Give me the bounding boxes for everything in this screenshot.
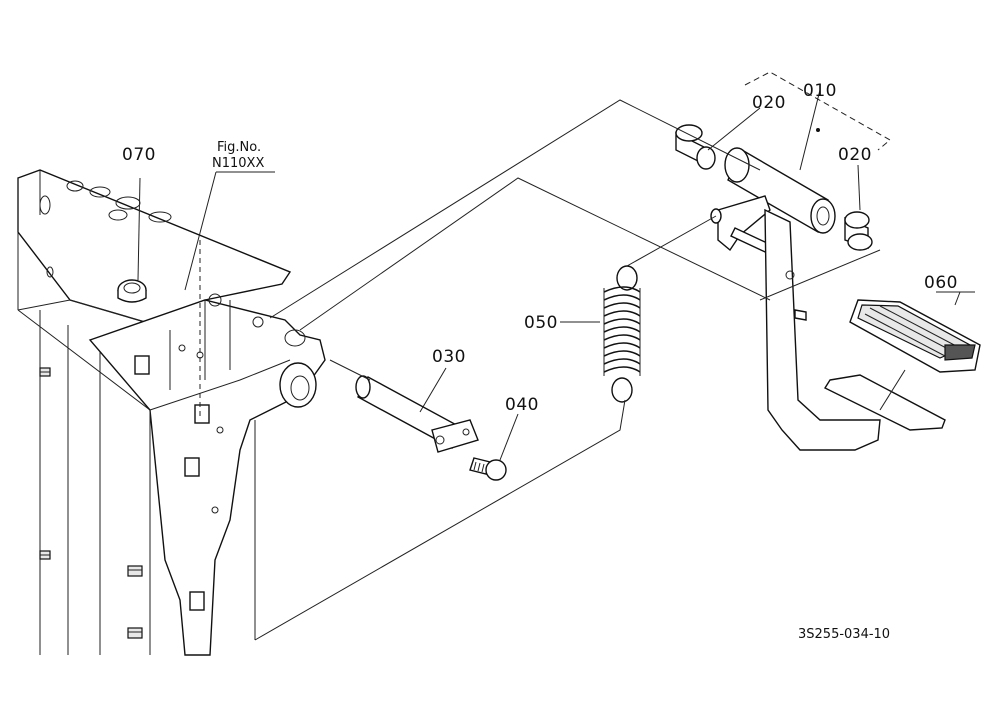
callout-040: 040 — [505, 395, 539, 415]
part-020-bush-right — [844, 211, 873, 251]
part-050-spring — [603, 265, 641, 403]
callout-020-left: 020 — [752, 93, 786, 113]
leader-lines — [137, 71, 975, 641]
part-020-bush-left — [675, 124, 716, 170]
part-040-bolt — [469, 457, 507, 481]
frame-assembly — [17, 169, 326, 656]
part-070-cap — [117, 279, 147, 303]
callout-070: 070 — [122, 145, 156, 165]
fig-no-label: Fig.No. — [217, 140, 261, 155]
callout-010: 010 — [803, 81, 837, 101]
drawing-code: 3S255-034-10 — [798, 627, 890, 642]
callout-labels: 010 020 020 030 040 050 060 070 Fig.No. … — [122, 81, 958, 642]
part-010-pedal-lever — [710, 147, 946, 451]
fig-no-value: N110XX — [212, 156, 264, 171]
callout-060: 060 — [924, 273, 958, 293]
callout-050: 050 — [524, 313, 558, 333]
part-030-shaft — [355, 375, 479, 453]
callout-020-right: 020 — [838, 145, 872, 165]
stud-bolts — [39, 367, 143, 639]
callout-030: 030 — [432, 347, 466, 367]
part-060-pedal-pad — [849, 299, 981, 373]
